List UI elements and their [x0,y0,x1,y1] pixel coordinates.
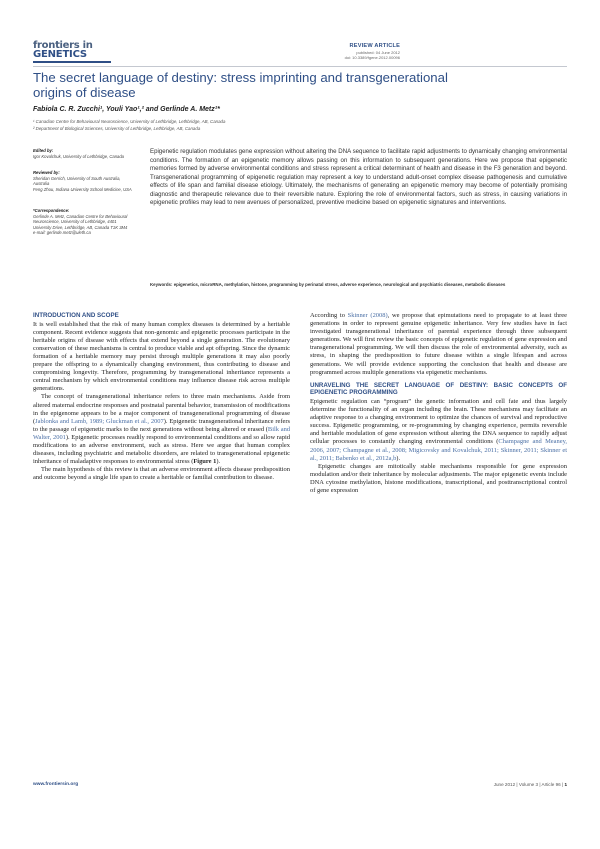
correspondence: *Correspondence: Gerlinde A. Metz, Canad… [33,208,135,236]
epigenetic-paragraph-1: Epigenetic regulation can “program” the … [310,398,567,463]
intro-paragraph-1: It is well established that the risk of … [33,320,290,393]
epigenetic-paragraph-2: Epigenetic changes are mitotically stabl… [310,462,567,494]
keywords-label: Keywords: [150,282,173,287]
affiliation-2: ² Department of Biological Sciences, Uni… [33,126,201,131]
abstract: Epigenetic regulation modulates gene exp… [150,148,567,206]
edited-by: Edited by: Igor Kovalchuk, University of… [33,148,135,159]
citation-link[interactable]: Skinner (2008) [347,312,388,319]
reviewer-1: Sheridan Gerrich, University of South Au… [33,175,121,187]
intro-p2-text-d: ). [216,458,221,466]
epi-p1-text-a: Epigenetic regulation can “program” the … [310,397,567,446]
page-number: 1 [564,782,567,787]
right-column: According to Skinner (2008), we propose … [310,312,567,495]
section-heading-introduction: INTRODUCTION AND SCOPE [33,312,119,319]
intro-p4-text-b: , we propose that epimutations need to p… [310,312,567,376]
intro-p2-text-c: ). Epigenetic processes readily respond … [33,433,290,466]
footer-info: June 2012 | Volume 3 | Article 96 | 1 [290,782,567,787]
affiliation-1: ¹ Canadian Centre for Behavioural Neuros… [33,119,226,124]
publication-date: published: 04 June 2012 [356,50,400,55]
left-column: INTRODUCTION AND SCOPE It is well establ… [33,312,290,482]
article-type: REVIEW ARTICLE [349,43,400,49]
section-heading-epigenetic-programming: UNRAVELING THE SECRET LANGUAGE OF DESTIN… [310,381,567,397]
journal-logo-line2: GENETICS [33,49,87,60]
reviewed-by-label: Reviewed by: [33,170,60,175]
citation-link[interactable]: Champagne and Meaney, 2006, 2007; Champa… [310,438,568,462]
citation-link[interactable]: Jablonka and Lamb, 1989; Gluckman et al.… [35,417,164,425]
correspondence-address: Gerlinde A. Metz, Canadian Centre for Be… [33,213,128,230]
journal-url[interactable]: www.frontiersin.org [33,782,79,787]
doi: doi: 10.3389/fgene.2012.00096 [344,55,400,60]
issue-info: June 2012 | Volume 3 | Article 96 | [493,782,564,787]
reviewed-by: Reviewed by: Sheridan Gerrich, Universit… [33,170,135,192]
article-title: The secret language of destiny: stress i… [33,70,448,100]
intro-paragraph-2: The concept of transgenerational inherit… [33,393,290,466]
logo-underline [33,61,111,63]
intro-p4-text-a: According to [310,312,348,319]
header-divider [33,66,567,67]
figure-reference[interactable]: Figure 1 [193,458,217,466]
intro-paragraph-3: The main hypothesis of this review is th… [33,466,290,482]
keywords-text: epigenetics, microRNA, methylation, hist… [173,282,506,287]
epi-p1-text-b: ). [396,454,401,462]
author-list: Fabiola C. R. Zucchi¹, Youli Yao¹,² and … [33,106,220,113]
intro-p2-text-b: ). Epigenetic transgenerational inherita… [33,417,290,433]
editor: Igor Kovalchuk, University of Lethbridge… [33,153,125,159]
correspondence-label: *Correspondence: [33,208,70,213]
journal-logo-line1: frontiers in [33,40,93,51]
keywords: Keywords: epigenetics, microRNA, methyla… [150,282,567,288]
reviewer-2: Feng Zhou, Indiana University School Med… [33,186,132,192]
citation-link[interactable]: Bilk and Walter, 2001 [33,425,291,441]
intro-p2-text-a: The concept of transgenerational inherit… [33,393,290,425]
edited-by-label: Edited by: [33,148,54,153]
intro-paragraph-4: According to Skinner (2008), we propose … [310,312,567,377]
correspondence-email[interactable]: e-mail: gerlinde.metz@uleth.ca [33,230,91,236]
